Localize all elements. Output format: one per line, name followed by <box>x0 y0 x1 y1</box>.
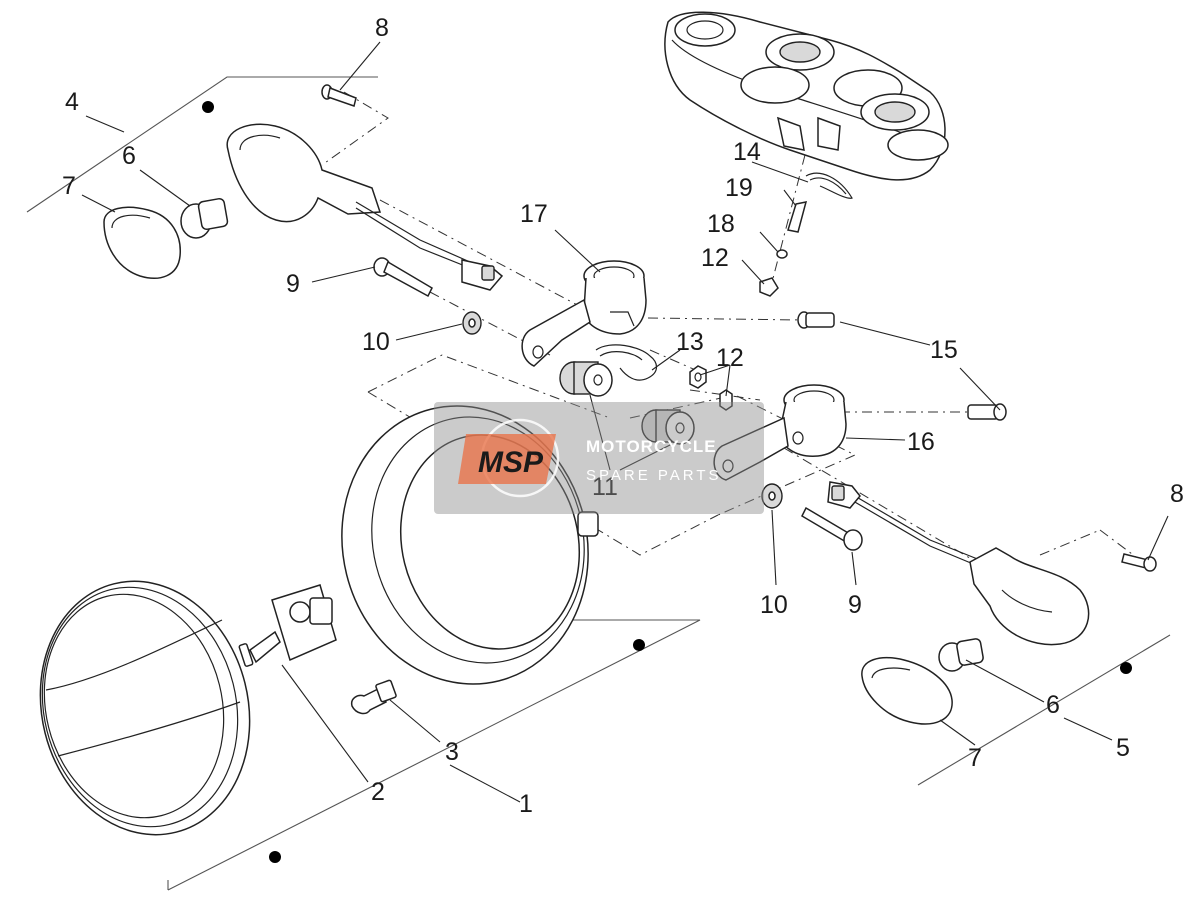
callout-10-left: 10 <box>362 328 390 356</box>
screw-part-15-lower <box>967 403 1007 421</box>
parking-bulb-part-3 <box>350 679 397 715</box>
watermark-logo-text: MSP <box>478 446 544 479</box>
bolt-right-part-9 <box>801 506 863 551</box>
spring-pin-part-14 <box>805 172 853 199</box>
group-bracket-1 <box>167 619 701 891</box>
washer-left-part-10 <box>462 311 482 335</box>
callout-14: 14 <box>733 138 761 166</box>
headlight-bracket-part-16 <box>713 384 847 481</box>
rubber-bushing-upper-part-11 <box>559 361 613 397</box>
callout-12-top: 12 <box>701 244 729 272</box>
callout-4: 4 <box>65 88 79 116</box>
callout-8-right: 8 <box>1170 480 1184 508</box>
callout-16: 16 <box>907 428 935 456</box>
group-bracket-4 <box>26 76 378 213</box>
right-turn-indicator-part-5 <box>827 481 1090 646</box>
callout-7-right: 7 <box>968 744 982 772</box>
callout-6-right: 6 <box>1046 691 1060 719</box>
nut-upper-part-12 <box>689 365 707 389</box>
turn-bulb-right-part-6 <box>938 638 984 672</box>
turn-lens-left-part-7 <box>103 206 181 279</box>
headlight-rim-part-1 <box>39 580 251 836</box>
callout-10-right: 10 <box>760 591 788 619</box>
group-marker-dots <box>202 101 1132 863</box>
screw-right-part-8 <box>1121 553 1157 572</box>
callout-labels: 1 2 3 4 5 6 6 7 7 8 8 9 9 10 10 11 12 12… <box>62 14 1184 818</box>
rubber-bushing-lower-part-11 <box>641 409 695 445</box>
headlight-bulb-part-2 <box>238 584 337 667</box>
nut-lower-part-12 <box>719 389 733 411</box>
nut-top-part-12 <box>759 277 779 297</box>
callout-7-left: 7 <box>62 172 76 200</box>
callout-8-top: 8 <box>375 14 389 42</box>
steering-triple-clamp <box>664 11 949 181</box>
callout-17: 17 <box>520 200 548 228</box>
washer-part-18 <box>776 249 788 259</box>
turn-bulb-left-part-6 <box>180 197 229 239</box>
callout-18: 18 <box>707 210 735 238</box>
callout-15: 15 <box>930 336 958 364</box>
watermark-line1: MOTORCYCLE <box>586 437 717 456</box>
left-turn-indicator-part-4 <box>226 123 504 291</box>
callout-6-left: 6 <box>122 142 136 170</box>
turn-lens-right-part-7 <box>861 656 953 725</box>
callout-3: 3 <box>445 738 459 766</box>
watermark-line2: SPARE PARTS <box>586 467 722 484</box>
callout-1: 1 <box>519 790 533 818</box>
washer-right-part-10 <box>761 483 783 509</box>
bolt-left-part-9 <box>373 257 433 298</box>
callout-12-mid: 12 <box>716 344 744 372</box>
callout-leaders <box>81 41 1169 803</box>
callout-9-right: 9 <box>848 591 862 619</box>
callout-9-left: 9 <box>286 270 300 298</box>
screw-part-15-upper <box>797 311 835 329</box>
callout-11: 11 <box>592 473 618 501</box>
pin-part-19 <box>787 201 808 233</box>
group-bracket-5 <box>917 634 1171 786</box>
headlight-bracket-part-17 <box>521 260 647 367</box>
screw-left-part-8 <box>321 84 357 107</box>
callout-2: 2 <box>371 778 385 806</box>
callout-5: 5 <box>1116 734 1130 762</box>
callout-19: 19 <box>725 174 753 202</box>
callout-13: 13 <box>676 328 704 356</box>
group-bracket-11 <box>367 354 857 556</box>
msp-watermark: MSP MOTORCYCLE SPARE PARTS <box>434 402 764 514</box>
